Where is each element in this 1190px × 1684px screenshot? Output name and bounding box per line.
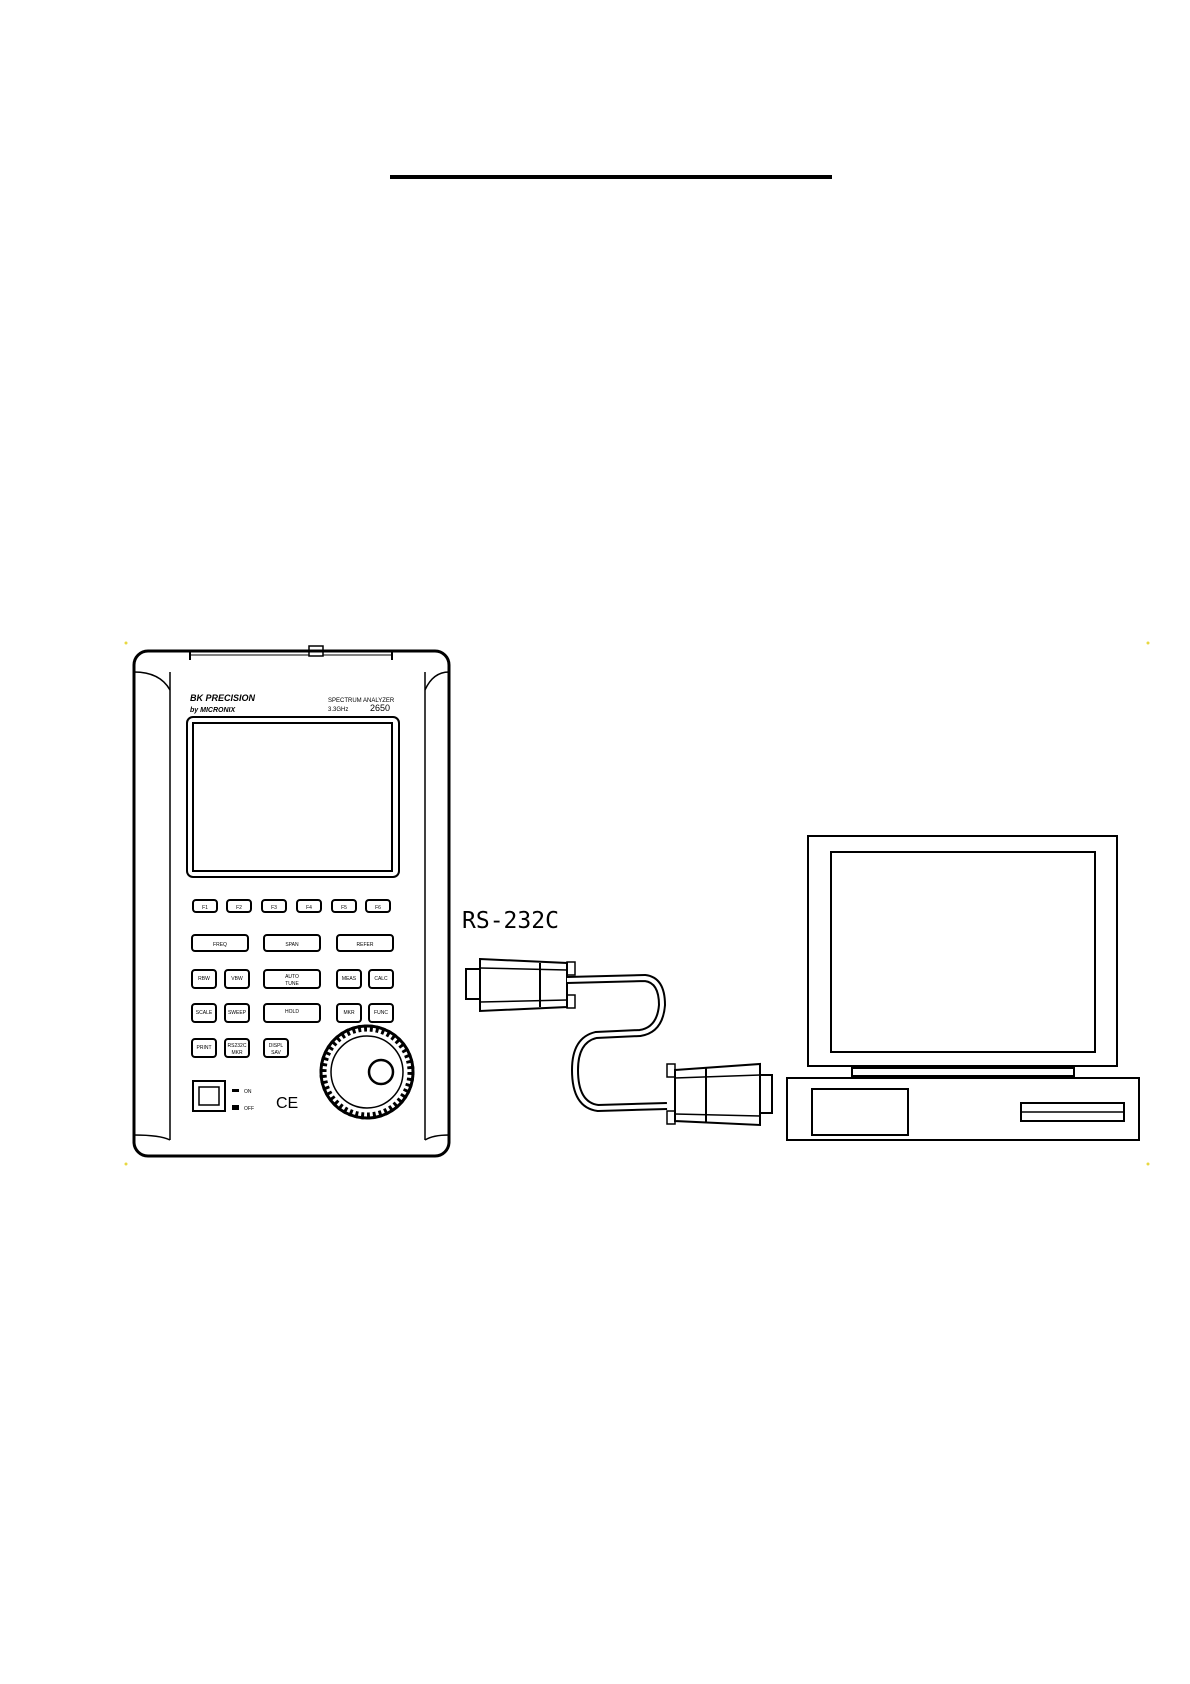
- f4-label: F4: [306, 905, 312, 911]
- tune-label: TUNE: [285, 981, 299, 987]
- rotary-knob-icon[interactable]: [321, 1026, 413, 1118]
- func-label: FUNC: [374, 1010, 388, 1016]
- power-switch-icon[interactable]: [193, 1081, 239, 1111]
- monitor-icon: [808, 836, 1117, 1076]
- print-label: PRINT: [197, 1045, 212, 1051]
- refer-label: REFER: [357, 942, 374, 948]
- serial-cable-icon: [466, 959, 772, 1125]
- meas-label: MEAS: [342, 976, 357, 982]
- hold-label: HOLD: [285, 1009, 299, 1015]
- db9-connector-icon: [466, 959, 575, 1011]
- displ-label: DISPL: [269, 1043, 284, 1049]
- rs232c-key-sub: MKR: [231, 1050, 243, 1056]
- db9-connector-icon: [667, 1064, 772, 1125]
- f2-label: F2: [236, 905, 242, 911]
- scale-label: SCALE: [196, 1010, 213, 1016]
- ce-mark-icon: CE: [276, 1095, 298, 1112]
- vbw-label: VBW: [231, 976, 243, 982]
- sweep-label: SWEEP: [228, 1010, 247, 1016]
- calc-label: CALC: [374, 976, 388, 982]
- span-label: SPAN: [285, 942, 299, 948]
- rs232c-key-label: RS232C: [228, 1043, 247, 1049]
- freq-label: FREQ: [213, 942, 227, 948]
- corner-marks: [125, 642, 1150, 1166]
- f3-label: F3: [271, 905, 277, 911]
- product-line2: 3.3GHz: [328, 707, 348, 713]
- f1-label: F1: [202, 905, 208, 911]
- power-on-label: ON: [244, 1089, 252, 1095]
- auto-label: AUTO: [285, 974, 299, 980]
- desktop-computer-icon: [787, 836, 1139, 1140]
- mkr-label: MKR: [343, 1010, 355, 1016]
- displ-sub: SAV: [271, 1050, 281, 1056]
- f5-label: F5: [341, 905, 347, 911]
- f6-label: F6: [375, 905, 381, 911]
- rbw-label: RBW: [198, 976, 210, 982]
- model-label: 2650: [370, 703, 390, 713]
- brand-label: BK PRECISION: [190, 693, 256, 703]
- power-off-label: OFF: [244, 1106, 254, 1112]
- maker-label: by MICRONIX: [190, 707, 236, 714]
- cable-label: RS-232C: [462, 908, 559, 934]
